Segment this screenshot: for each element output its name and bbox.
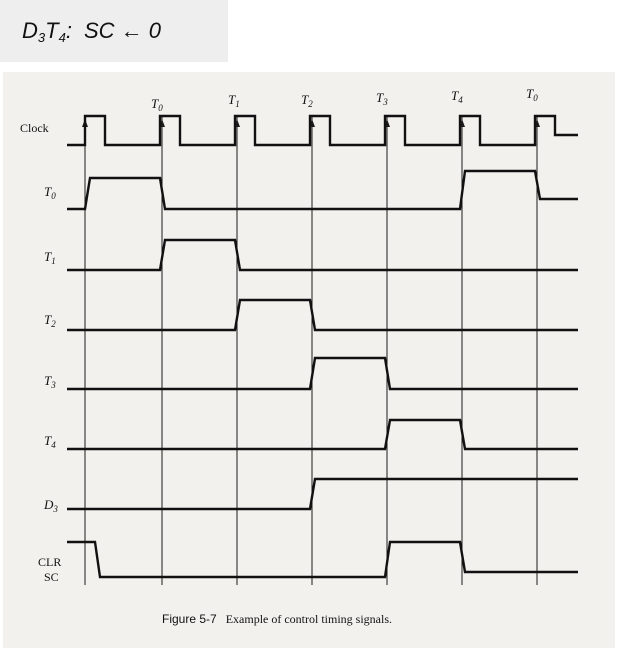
eq-zero: 0 <box>148 18 161 43</box>
pulse-label-2: T2 <box>301 92 313 109</box>
eq-t-sub: 4 <box>58 30 66 45</box>
signal-label-t2: T2 <box>44 312 56 329</box>
reference-lines <box>84 115 538 585</box>
signal-label-t4: T4 <box>44 433 56 450</box>
pulse-label-4: T4 <box>451 88 463 105</box>
pulse-label-1: T1 <box>228 92 240 109</box>
pulse-label-3: T3 <box>376 90 388 107</box>
scanned-page <box>3 72 615 648</box>
t3-waveform <box>67 356 578 391</box>
figure-caption-text: Example of control timing signals. <box>225 612 393 626</box>
signal-label-t1: T1 <box>44 249 56 266</box>
sc-label: SC <box>44 570 59 584</box>
eq-arrow: ← <box>120 18 143 43</box>
eq-t: T <box>45 18 59 43</box>
clock-label: Clock <box>20 121 49 135</box>
t4-waveform <box>67 418 578 451</box>
control-equation: D3T4: SC ← 0 <box>22 18 161 45</box>
waveforms <box>67 114 578 579</box>
t0-waveform <box>67 169 578 211</box>
clr-label: CLR <box>38 555 61 569</box>
d3-waveform <box>67 477 578 511</box>
eq-colon: : <box>65 18 72 43</box>
header-equation-box: D3T4: SC ← 0 <box>0 0 228 62</box>
pulse-label-0: T0 <box>151 96 163 113</box>
t1-waveform <box>67 238 578 272</box>
signal-label-t3: T3 <box>44 373 56 390</box>
clock-waveform <box>67 114 578 147</box>
pulse-label-5: T0 <box>526 86 538 103</box>
figure-caption: Figure 5-7 Example of control timing sig… <box>162 612 392 627</box>
signal-label-d3: D3 <box>43 497 58 514</box>
eq-d: D <box>22 18 38 43</box>
labels: Clock T0 T1 T2 T3 T4 T0 T0 T1 T2 T3 T4 D… <box>20 86 538 584</box>
eq-d-sub: 3 <box>37 30 46 45</box>
clr-sc-waveform <box>67 540 578 579</box>
figure-number: Figure 5-7 <box>162 612 217 626</box>
t2-waveform <box>67 298 578 332</box>
eq-sc: SC <box>83 18 115 43</box>
signal-label-t0: T0 <box>44 184 56 201</box>
